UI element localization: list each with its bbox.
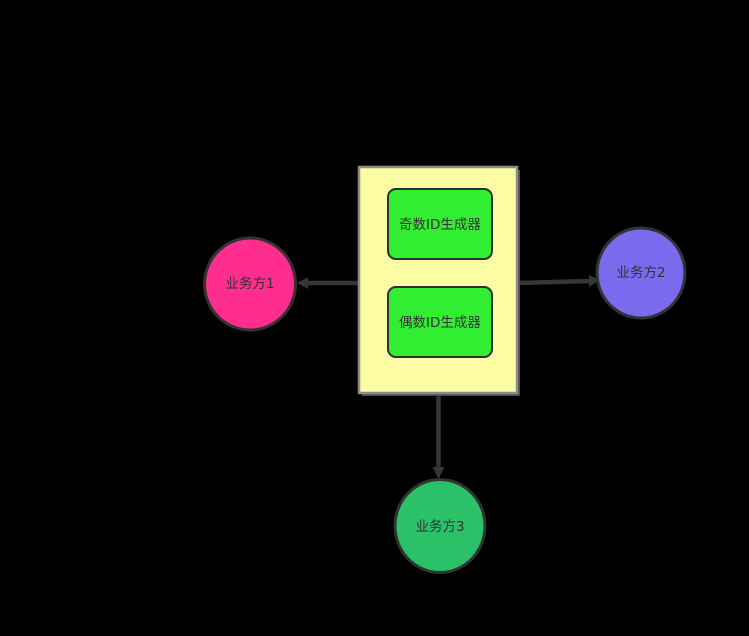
- client1-node: [203, 236, 297, 332]
- client2-node: [595, 226, 687, 320]
- even-id-generator-node: [387, 286, 493, 358]
- client2-label: 业务方2: [616, 265, 665, 281]
- odd-id-generator-label: 奇数ID生成器: [399, 216, 481, 233]
- arrowhead-left-icon: [297, 277, 308, 289]
- connector-line-right: [516, 278, 592, 286]
- arrowhead-bottom-icon: [432, 467, 445, 479]
- arrowhead-right-icon: [589, 275, 600, 287]
- client3-node: [393, 478, 487, 574]
- odd-id-generator-node: [387, 188, 493, 260]
- client1-label: 业务方1: [225, 276, 274, 292]
- even-id-generator-label: 偶数ID生成器: [399, 315, 481, 331]
- client3-label: 业务方3: [415, 519, 464, 535]
